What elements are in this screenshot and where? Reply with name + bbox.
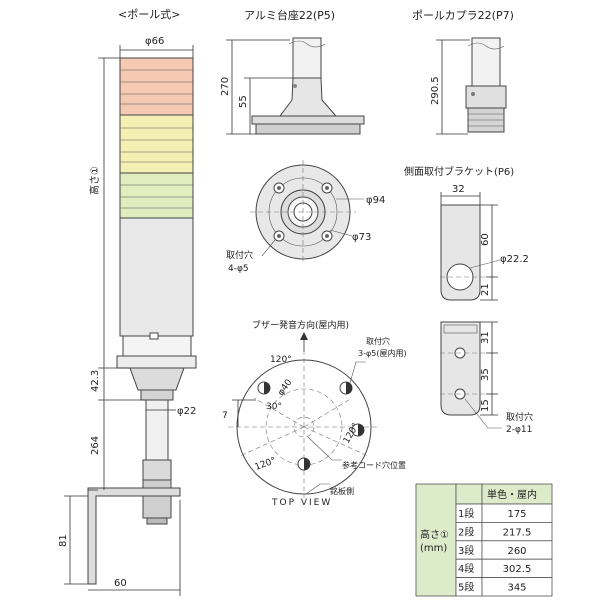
pole [145, 399, 169, 461]
height-table-value: 217.5 [503, 527, 532, 538]
dim-phi22: φ22 [177, 406, 196, 417]
mount-hole-2-label: 取付穴 [506, 411, 533, 423]
height-table-row-unit: (mm) [420, 543, 447, 554]
angle-120-bottom: 120° [254, 456, 278, 473]
mount-hole-4-label: 取付穴 [226, 249, 253, 261]
dim-290-5: 290.5 [430, 76, 441, 105]
mount-hole-3-label: 取付穴 [366, 336, 390, 346]
tier-red [119, 57, 194, 116]
dim-32: 32 [452, 184, 465, 195]
height-table-stage: 5段 [458, 581, 474, 594]
height-table-stage: 3段 [458, 544, 474, 557]
dim-7: 7 [222, 411, 228, 421]
cord-hole-label: 参考コード穴位置 [342, 460, 406, 470]
tier-yellow [119, 114, 194, 174]
top-view: ブザー発音方向(屋内用) 120° 120° 120° 30° φ40 7 [222, 319, 407, 498]
side-bracket-view: 32 60 φ22.2 21 31 35 15 取付穴 [440, 184, 533, 435]
height-table-value: 260 [507, 546, 526, 557]
pole-coupler-view: 290.5 [430, 37, 507, 135]
pole-coupler-title: ポールカプラ22(P7) [412, 9, 514, 22]
mount-hole-3-spec: 3-φ5(屋内用) [358, 348, 407, 358]
height-table: 高さ① (mm) 単色・屋内 1段 175 2段 217.5 3段 260 4段 302.5 5… [415, 483, 553, 597]
dim-phi22-2: φ22.2 [500, 254, 529, 265]
pole-mount [129, 367, 185, 391]
pole-type-view: φ66 高さ① [58, 36, 197, 596]
angle-120-top: 120° [270, 355, 292, 365]
height-table-header: 単色・屋内 [487, 488, 537, 501]
dim-21: 21 [480, 283, 491, 296]
height-table-value: 175 [507, 509, 526, 520]
mount-hole-4-spec: 4-φ5 [228, 264, 249, 274]
dim-height1: 高さ① [88, 166, 101, 195]
mount-hole-2-spec: 2-φ11 [506, 425, 532, 435]
alu-base-title: アルミ台座22(P5) [244, 8, 335, 22]
dim-270: 270 [220, 77, 231, 96]
dim-phi73: φ73 [352, 232, 371, 243]
dim-35: 35 [480, 368, 491, 381]
dim-264: 264 [90, 436, 101, 455]
height-table-value: 345 [507, 583, 526, 594]
dim-42-3: 42.3 [90, 370, 101, 392]
dim-phi66: φ66 [145, 36, 164, 47]
side-bracket-title: 側面取付ブラケット(P6) [404, 165, 514, 178]
angle-30: 30° [266, 402, 282, 412]
dim-phi40: φ40 [276, 378, 294, 398]
nameplate-label: 銘板側 [330, 486, 354, 496]
dim-81: 81 [58, 534, 69, 547]
alu-base-view: 270 55 φ94 φ73 取付穴 4-φ5 [220, 37, 385, 274]
height-table-cell [481, 577, 553, 597]
dim-60-bottom: 60 [114, 578, 127, 589]
bracket-front [440, 321, 481, 416]
dim-15: 15 [480, 399, 491, 412]
dim-31: 31 [480, 331, 491, 344]
height-table-stage: 2段 [458, 525, 474, 538]
height-table-value: 302.5 [503, 564, 532, 575]
top-view-label: TOP VIEW [271, 498, 332, 508]
tower-body [119, 217, 194, 337]
height-table-stage: 1段 [458, 507, 474, 520]
tier-green [119, 172, 194, 219]
pole-view-title: <ポール式> [118, 8, 180, 21]
dim-60-side: 60 [480, 233, 491, 246]
height-table-stage: 4段 [458, 562, 474, 575]
buzzer-direction-label: ブザー発音方向(屋内用) [252, 319, 349, 331]
height-table-row-label: 高さ① [420, 528, 449, 541]
dim-55: 55 [238, 95, 249, 108]
dim-phi94: φ94 [366, 195, 385, 206]
